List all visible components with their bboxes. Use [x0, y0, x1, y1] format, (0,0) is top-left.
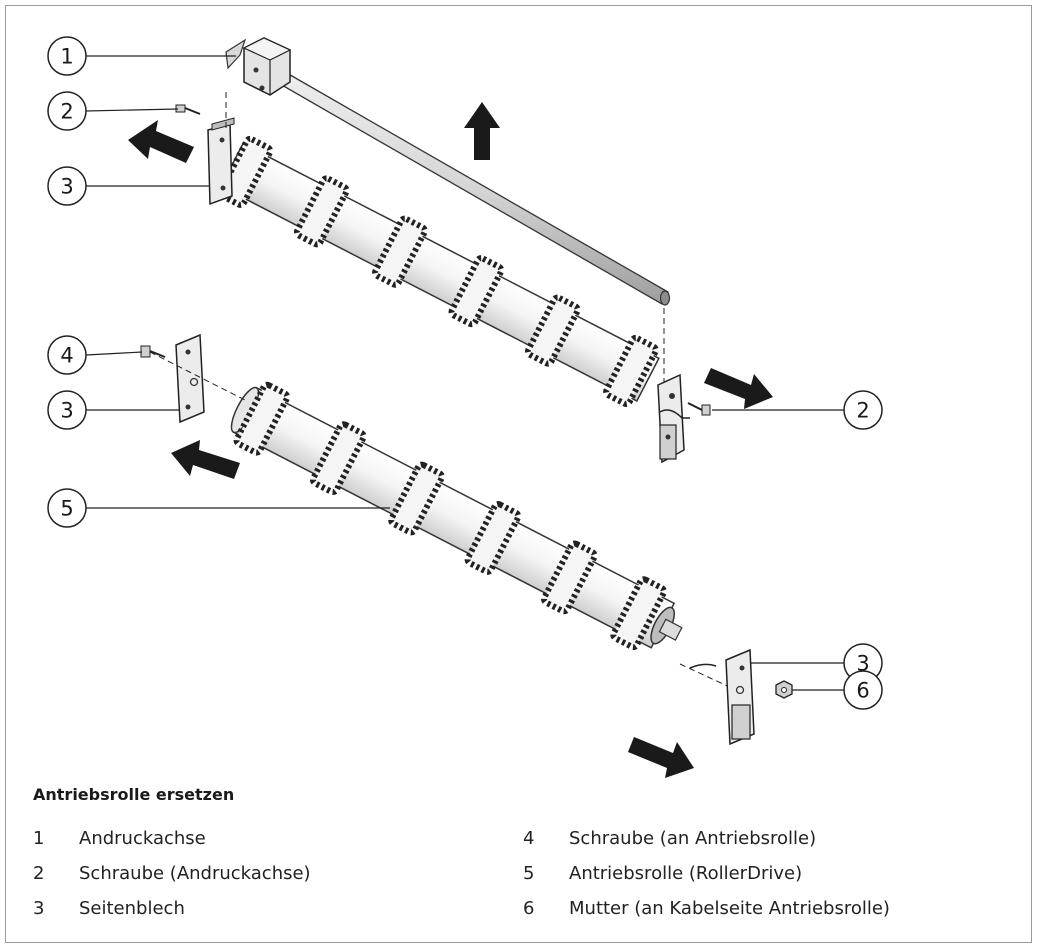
legend-text: Schraube (Andruckachse) [79, 863, 311, 884]
callout-1-number: 1 [60, 45, 73, 69]
callout-4: 4 [47, 335, 143, 375]
legend-number: 1 [33, 828, 45, 849]
legend-text: Antriebsrolle (RollerDrive) [569, 863, 803, 884]
lower-right-side-plate [725, 648, 755, 746]
figure-frame [5, 5, 1032, 943]
legend-text: Mutter (an Kabelseite Antriebsrolle) [569, 898, 890, 919]
callout-5-number: 5 [60, 497, 73, 521]
callout-4-number: 4 [60, 344, 73, 368]
arrow-lower-left [171, 440, 240, 479]
legend-number: 4 [523, 828, 535, 849]
callouts: 1 2 3 2 4 3 5 [47, 36, 883, 710]
lower-right-nut [775, 680, 793, 699]
callout-6: 6 [792, 670, 883, 710]
legend-text: Andruckachse [79, 828, 206, 849]
callout-3b: 3 [47, 390, 180, 430]
callout-2b: 2 [712, 390, 883, 430]
callout-3c: 3 [750, 643, 883, 683]
callout-2a-number: 2 [60, 100, 73, 124]
callout-3a: 3 [47, 166, 210, 206]
direction-arrows [128, 102, 773, 778]
figure-caption: Antriebsrolle ersetzen [33, 785, 235, 804]
upper-roller [207, 117, 690, 464]
lower-roller-sprockets [233, 381, 667, 651]
upper-right-screw [687, 402, 711, 416]
lower-left-side-plate [149, 333, 246, 424]
axle-end-block [242, 37, 292, 96]
callout-6-number: 6 [856, 679, 869, 703]
callout-2b-number: 2 [856, 399, 869, 423]
callout-3a-number: 3 [60, 175, 73, 199]
callout-2a: 2 [47, 91, 179, 131]
legend-number: 2 [33, 863, 45, 884]
callout-1: 1 [47, 36, 236, 76]
legend-number: 5 [523, 863, 535, 884]
arrow-up [464, 102, 500, 160]
arrow-upper-right [704, 368, 773, 409]
arrow-lower-right [628, 737, 694, 778]
exploded-view-diagram: 1 2 3 2 4 3 5 [47, 36, 883, 778]
callout-3c-number: 3 [856, 652, 869, 676]
lower-left-screw [140, 345, 166, 358]
upper-right-side-plate [657, 373, 690, 464]
legend-text: Schraube (an Antriebsrolle) [569, 828, 817, 849]
callout-3b-number: 3 [60, 399, 73, 423]
lower-roller [230, 381, 737, 691]
legend-number: 3 [33, 898, 45, 919]
callout-5: 5 [47, 488, 390, 528]
legend-number: 6 [523, 898, 535, 919]
pressure-axle [225, 37, 671, 382]
arrow-upper-left [128, 120, 194, 163]
upper-left-screw [175, 104, 201, 115]
upper-left-side-plate [207, 117, 235, 206]
legend-text: Seitenblech [79, 898, 185, 919]
